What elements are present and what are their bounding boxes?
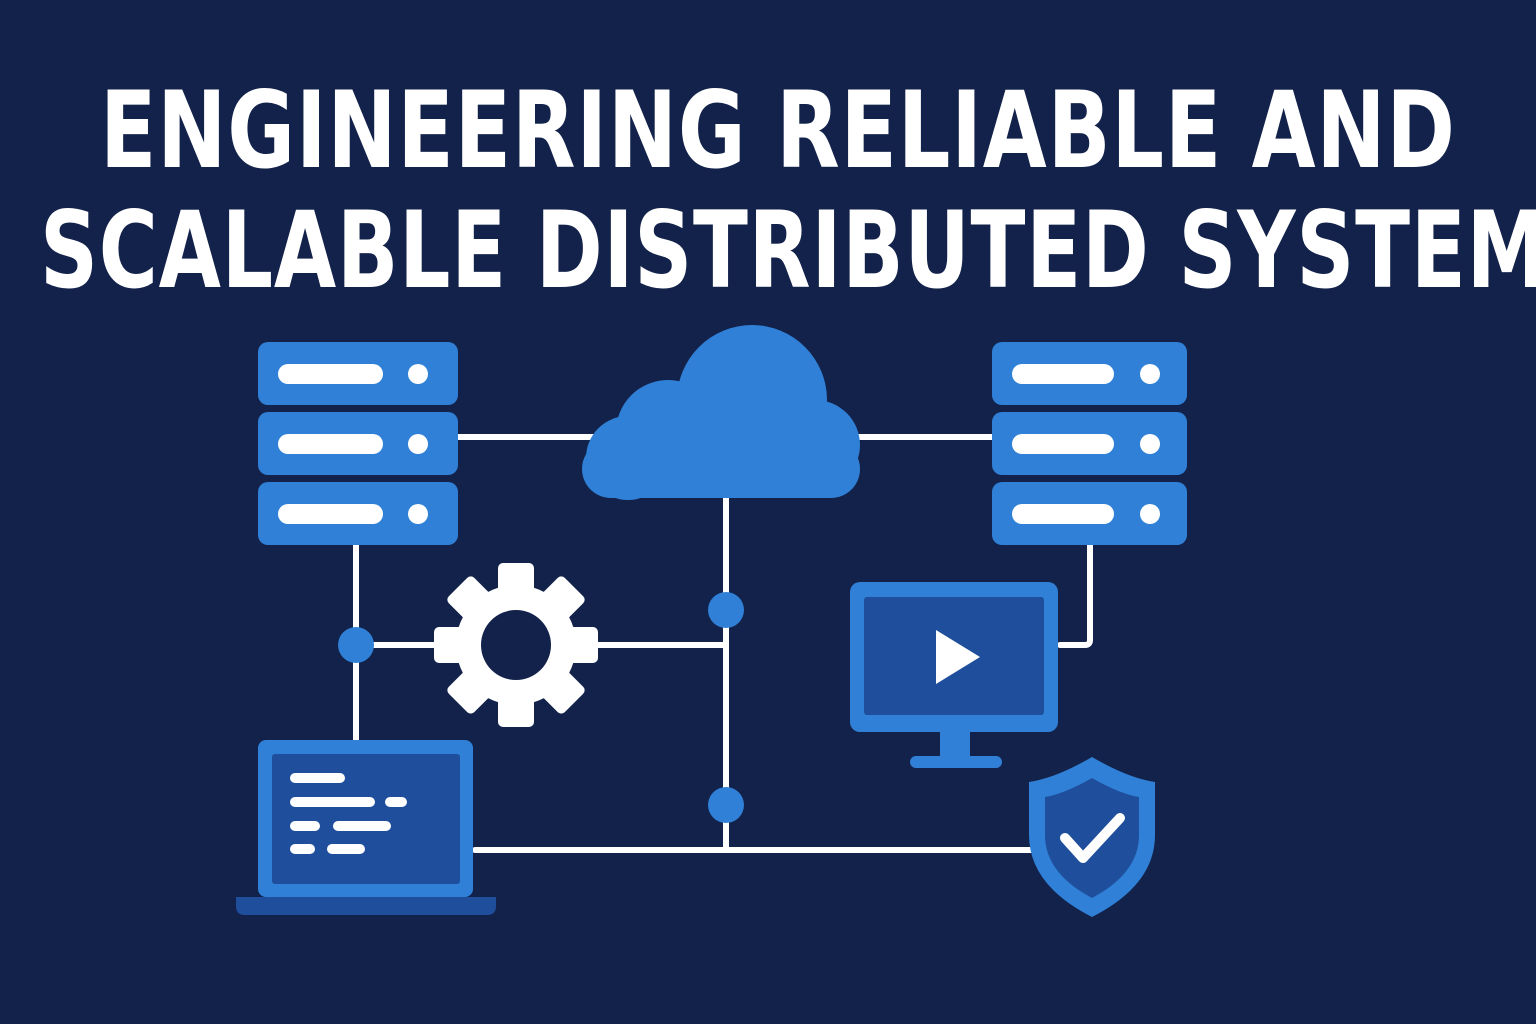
shield-check-icon xyxy=(1029,757,1155,917)
line-right-server-to-monitor xyxy=(1057,542,1093,648)
server-icon xyxy=(992,342,1187,545)
gear-icon xyxy=(434,563,598,727)
junction-nodes xyxy=(338,592,744,823)
laptop-icon xyxy=(236,740,496,915)
server-icon xyxy=(258,342,458,545)
node-left xyxy=(338,627,374,663)
play-icon xyxy=(936,630,980,684)
title-line-1: ENGINEERING RELIABLE AND xyxy=(100,69,1456,192)
cloud-icon xyxy=(582,325,860,500)
title-block: ENGINEERING RELIABLE AND SCALABLE DISTRI… xyxy=(0,0,1536,330)
node-trunk-lower xyxy=(708,787,744,823)
node-trunk-upper xyxy=(708,592,744,628)
code-lines xyxy=(290,773,407,854)
title-line-2: SCALABLE DISTRIBUTED SYSTEMS xyxy=(40,189,1536,312)
monitor-icon xyxy=(850,582,1058,768)
